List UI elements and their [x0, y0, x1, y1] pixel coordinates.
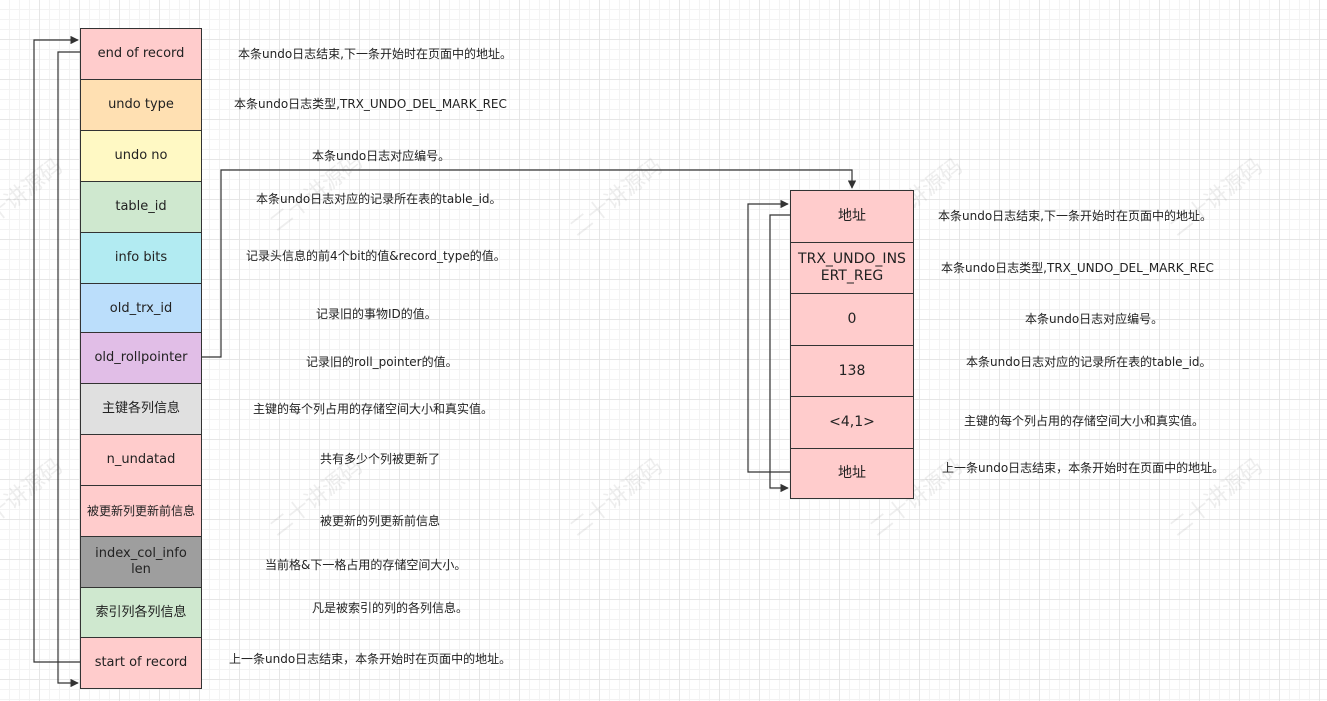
field-start-of-record: start of record	[80, 637, 202, 689]
right-field-table-id: 138	[790, 345, 914, 397]
field-old-rollpointer: old_rollpointer	[80, 332, 202, 384]
right-field-undo-no: 0	[790, 293, 914, 346]
field-index-col-info-len: index_col_info len	[80, 536, 202, 588]
desc-start-of-record: 上一条undo日志结束，本条开始时在页面中的地址。	[229, 652, 512, 666]
field-updated-columns-before: 被更新列更新前信息	[80, 485, 202, 537]
right-desc-primary-key: 主键的每个列占用的存储空间大小和真实值。	[964, 414, 1205, 428]
field-old-trx-id: old_trx_id	[80, 283, 202, 335]
desc-info-bits: 记录头信息的前4个bit的值&record_type的值。	[246, 249, 506, 263]
field-end-of-record: end of record	[80, 28, 202, 80]
field-table-id: table_id	[80, 181, 202, 233]
field-undo-no: undo no	[80, 130, 202, 182]
desc-old-trx-id: 记录旧的事物ID的值。	[316, 307, 437, 321]
arrow-start-to-end	[33, 35, 80, 663]
right-field-undo-type: TRX_UNDO_INSERT_REG	[790, 242, 914, 294]
field-undo-type: undo type	[80, 79, 202, 131]
desc-index-col-info-len: 当前格&下一格占用的存储空间大小。	[265, 558, 467, 572]
right-field-primary-key: <4,1>	[790, 396, 914, 449]
right-desc-start-address: 上一条undo日志结束，本条开始时在页面中的地址。	[942, 461, 1225, 475]
right-field-end-address: 地址	[790, 190, 914, 243]
arrow-right-start-to-end	[747, 199, 790, 473]
desc-old-rollpointer: 记录旧的roll_pointer的值。	[306, 355, 458, 369]
desc-undo-no: 本条undo日志对应编号。	[312, 149, 451, 163]
arrow-right-end-to-start	[769, 214, 790, 493]
right-desc-undo-no: 本条undo日志对应编号。	[1025, 312, 1164, 326]
arrow-end-to-start	[57, 51, 80, 688]
right-field-start-address: 地址	[790, 448, 914, 499]
field-n-undatad: n_undatad	[80, 434, 202, 486]
desc-undo-type: 本条undo日志类型,TRX_UNDO_DEL_MARK_REC	[234, 97, 507, 111]
desc-primary-key-columns: 主键的每个列占用的存储空间大小和真实值。	[253, 402, 494, 416]
field-index-columns: 索引列各列信息	[80, 587, 202, 639]
right-desc-end-address: 本条undo日志结束,下一条开始时在页面中的地址。	[938, 209, 1212, 223]
right-desc-undo-type: 本条undo日志类型,TRX_UNDO_DEL_MARK_REC	[941, 261, 1214, 275]
desc-table-id: 本条undo日志对应的记录所在表的table_id。	[256, 192, 502, 206]
field-primary-key-columns: 主键各列信息	[80, 383, 202, 435]
field-info-bits: info bits	[80, 232, 202, 284]
desc-n-undatad: 共有多少个列被更新了	[320, 452, 441, 466]
desc-index-columns: 凡是被索引的列的各列信息。	[312, 601, 469, 615]
desc-end-of-record: 本条undo日志结束,下一条开始时在页面中的地址。	[238, 47, 512, 61]
desc-updated-columns-before: 被更新的列更新前信息	[320, 514, 441, 528]
right-desc-table-id: 本条undo日志对应的记录所在表的table_id。	[966, 355, 1212, 369]
arrow-rollpointer-to-record	[202, 169, 857, 358]
